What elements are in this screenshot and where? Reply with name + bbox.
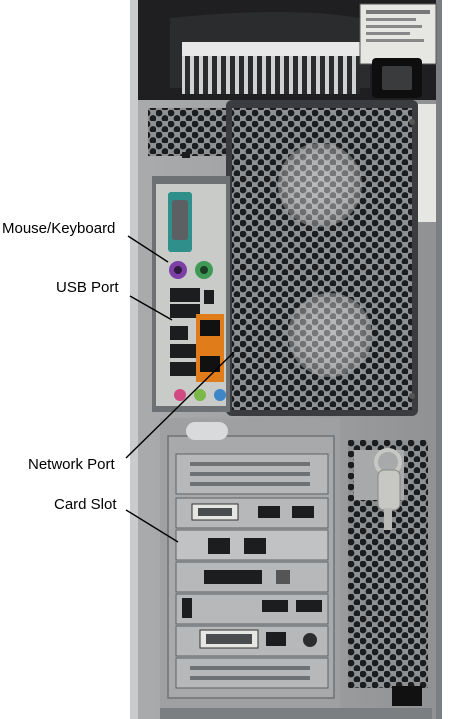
- network-port-label: Network Port: [28, 456, 115, 473]
- card-slot-label: Card Slot: [54, 496, 117, 513]
- usb-port-label: USB Port: [56, 279, 119, 296]
- mouse-keyboard-label: Mouse/Keyboard: [2, 220, 116, 237]
